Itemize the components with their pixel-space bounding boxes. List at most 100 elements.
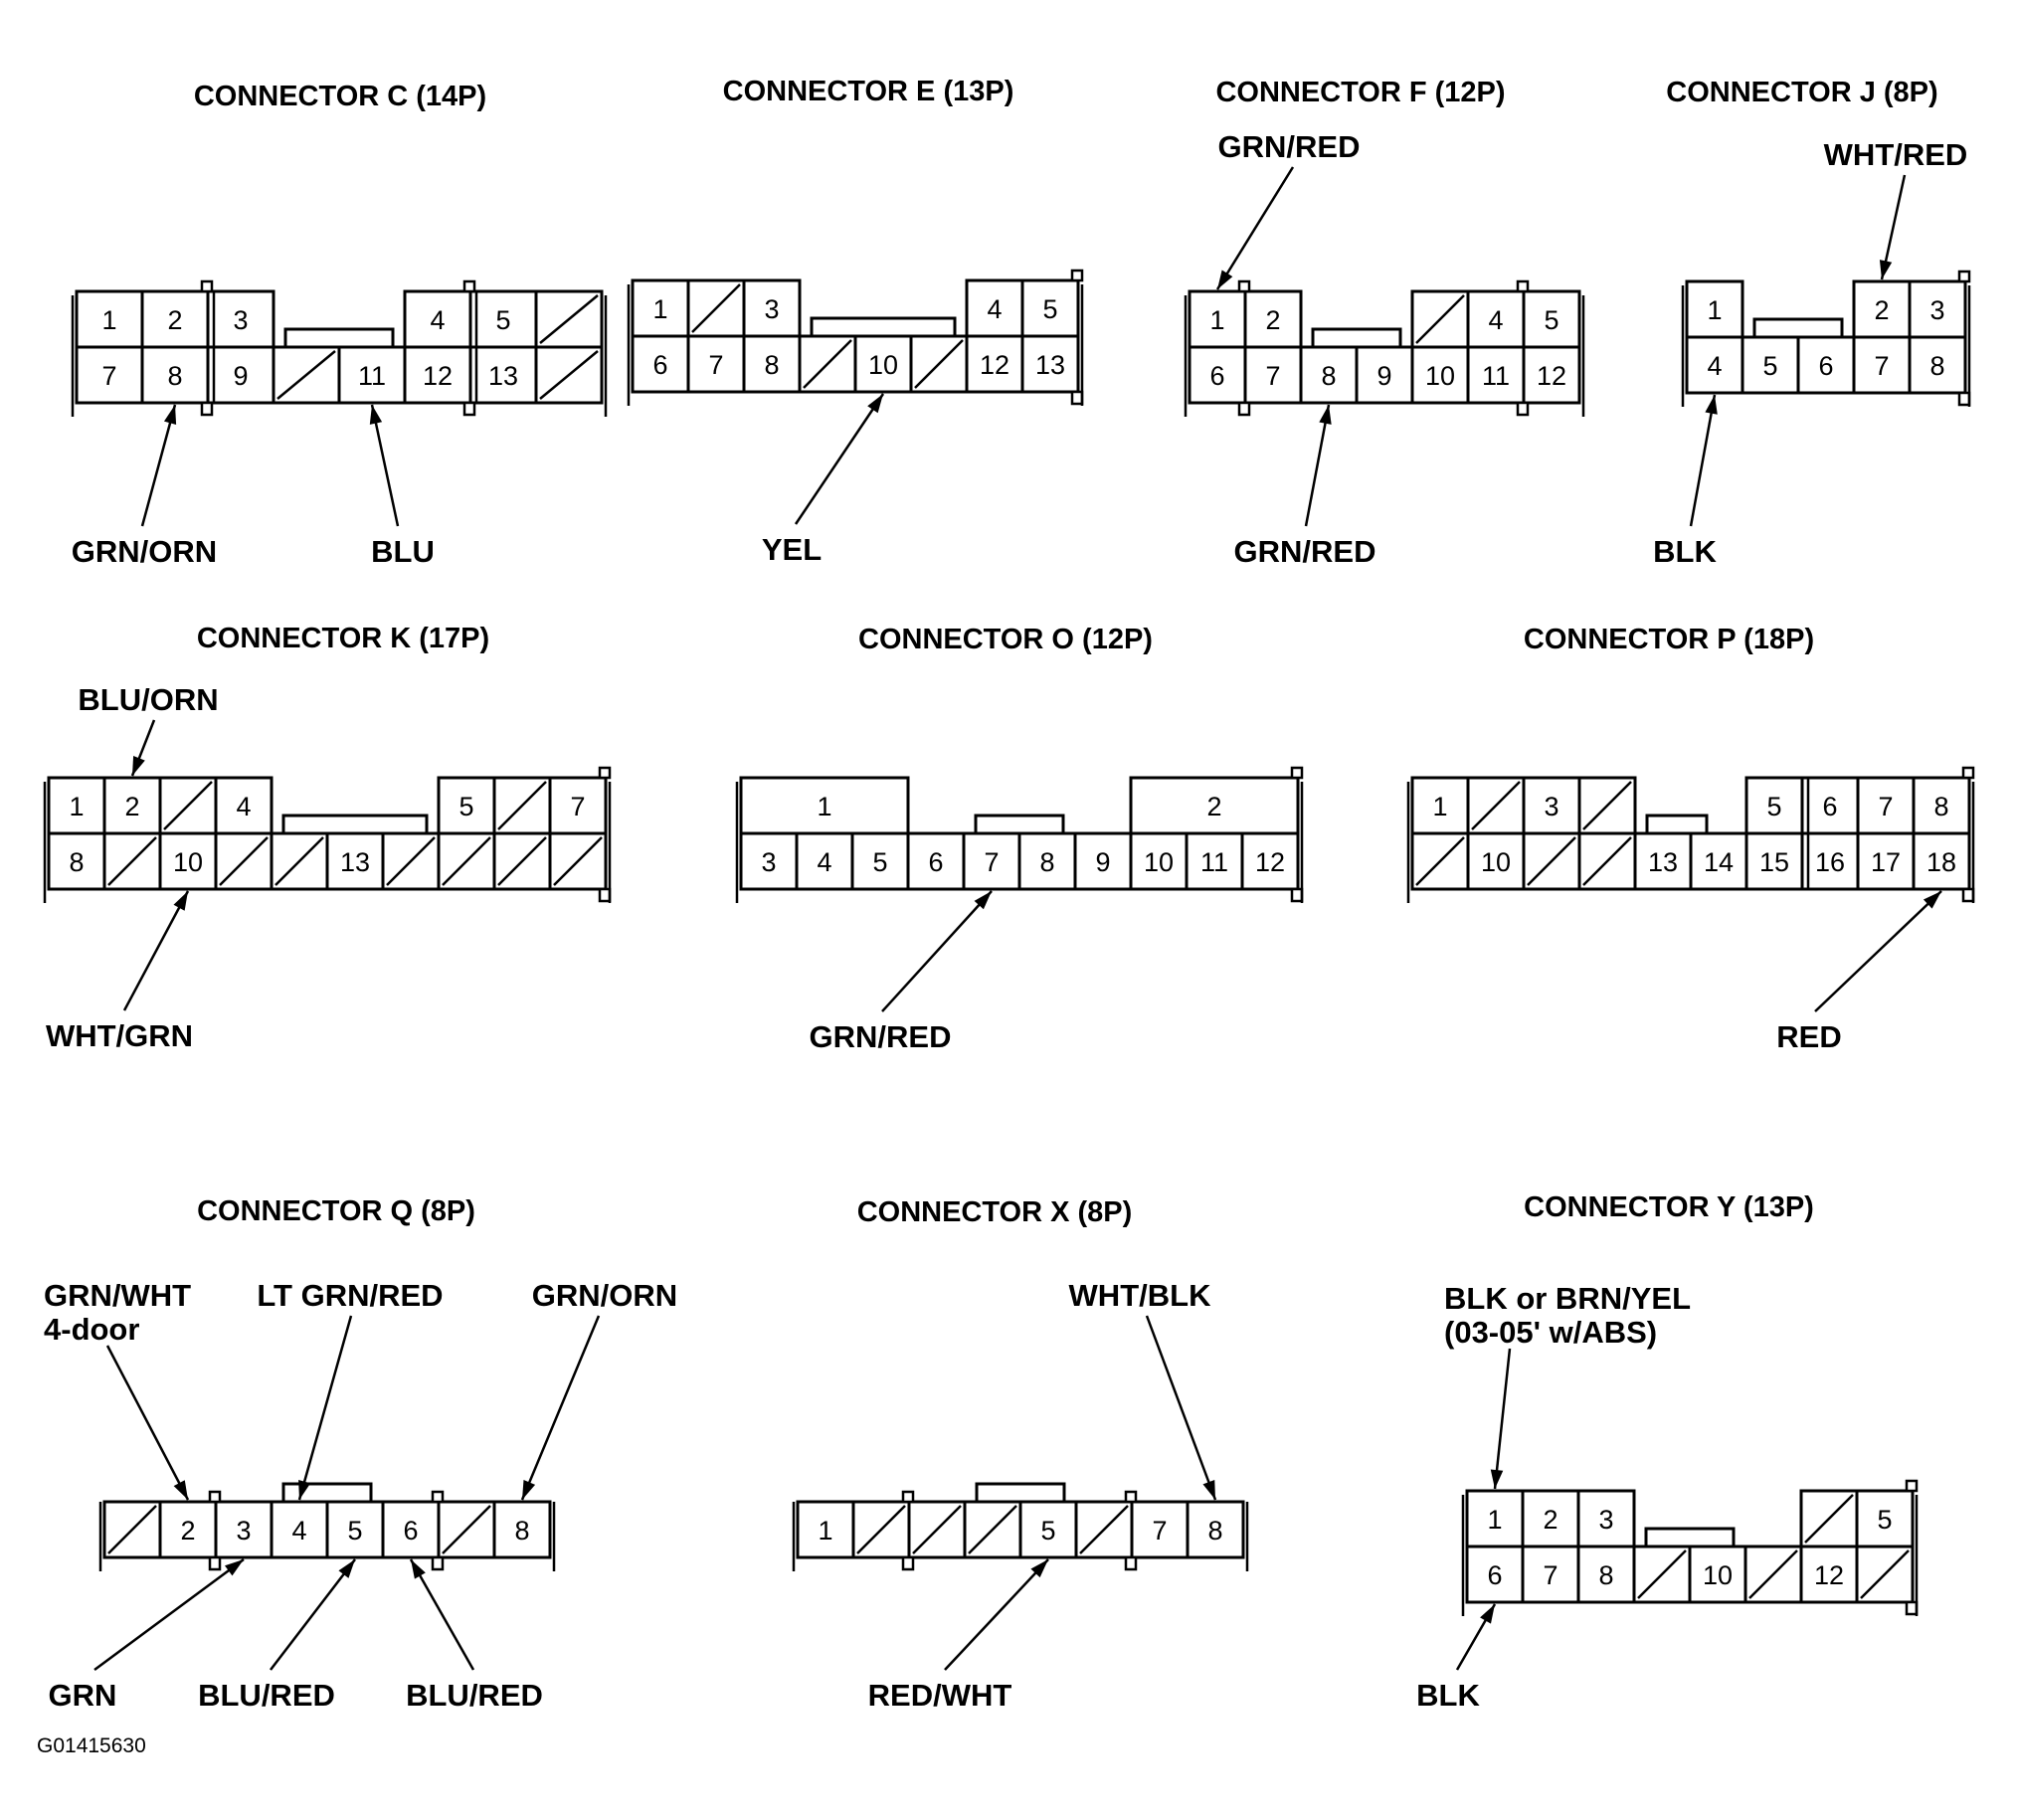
leader-line xyxy=(944,1558,1049,1671)
pin-number: 3 xyxy=(236,1516,251,1546)
latch-tab xyxy=(1237,401,1251,417)
pin-number: 9 xyxy=(1376,361,1391,391)
arrowhead xyxy=(298,1480,311,1500)
wire-color-label: GRN/ORN xyxy=(532,1278,677,1313)
latch-tab xyxy=(1290,766,1304,780)
unused-cavity xyxy=(914,339,964,389)
unused-cavity xyxy=(1860,1549,1910,1599)
wire-color-label: RED xyxy=(1776,1019,1841,1054)
pin-number: 2 xyxy=(180,1516,195,1546)
pin-number: 1 xyxy=(1209,305,1224,335)
pin-cell xyxy=(1912,831,1971,891)
pin-number: 2 xyxy=(124,792,139,821)
leader-line xyxy=(409,1558,475,1671)
pin-number: 5 xyxy=(1040,1516,1055,1546)
arrowhead xyxy=(1879,260,1893,279)
wire-color-label: BLK or BRN/YEL xyxy=(1444,1281,1691,1316)
unused-cavity xyxy=(539,294,599,344)
latch-tab xyxy=(1905,1600,1919,1616)
connector-k xyxy=(43,766,612,903)
wire-color-label: GRN/RED xyxy=(1234,534,1376,569)
latch-tab xyxy=(1961,766,1975,780)
wire-color-label: YEL xyxy=(762,532,822,567)
unused-cavity xyxy=(691,283,741,333)
pin-number: 7 xyxy=(1152,1516,1167,1546)
latch-tab xyxy=(200,401,214,417)
pin-number: 4 xyxy=(236,792,251,821)
pin-number: 8 xyxy=(764,350,779,380)
pin-number: 13 xyxy=(1648,847,1678,877)
pin-number: 6 xyxy=(652,350,667,380)
latch-tab xyxy=(200,279,214,293)
locking-tab xyxy=(1311,327,1402,349)
connector-o xyxy=(735,766,1304,903)
leader-line xyxy=(1304,404,1331,527)
connector-x xyxy=(792,1482,1249,1571)
leader-line xyxy=(881,890,993,1012)
wire-color-label: GRN xyxy=(49,1678,117,1713)
wire-color-label: GRN/ORN xyxy=(72,534,217,569)
locking-tab xyxy=(281,1482,373,1504)
arrowhead xyxy=(522,1480,536,1500)
pin-cell xyxy=(1186,1500,1245,1559)
wire-color-label: GRN/RED xyxy=(1218,129,1361,164)
pin-number: 5 xyxy=(872,847,887,877)
pin-number: 1 xyxy=(817,792,831,821)
unused-cavity xyxy=(163,781,213,830)
pin-number: 1 xyxy=(1432,792,1447,821)
latch-tab xyxy=(431,1555,445,1571)
connector-j-title: CONNECTOR J (8P) xyxy=(1666,77,1937,108)
pin-cell xyxy=(534,345,604,405)
pin-number: 13 xyxy=(488,361,518,391)
pin-number: 8 xyxy=(1207,1516,1222,1546)
locking-tab xyxy=(1645,814,1709,835)
pin-number: 10 xyxy=(1703,1560,1733,1590)
locking-tab xyxy=(281,814,429,835)
pin-number: 5 xyxy=(1877,1505,1892,1535)
latch-tab xyxy=(1237,279,1251,293)
pin-number: 1 xyxy=(101,305,116,335)
pin-cell xyxy=(1855,1545,1915,1604)
pin-number: 14 xyxy=(1704,847,1734,877)
wire-color-label: WHT/RED xyxy=(1824,137,1968,172)
pin-number: 17 xyxy=(1871,847,1901,877)
latch-tab xyxy=(1124,1555,1138,1571)
latch-tab xyxy=(1516,401,1530,417)
pin-number: 7 xyxy=(1543,1560,1558,1590)
pin-number: 9 xyxy=(233,361,248,391)
pin-number: 10 xyxy=(868,350,898,380)
wire-color-label: GRN/WHT xyxy=(44,1278,191,1313)
pin-number: 15 xyxy=(1759,847,1789,877)
connector-k-title: CONNECTOR K (17P) xyxy=(197,623,489,654)
locking-tab xyxy=(1752,317,1844,339)
leader-line xyxy=(1814,890,1942,1012)
unused-cavity xyxy=(107,836,157,886)
wire-color-label: BLK xyxy=(1653,534,1717,569)
unused-cavity xyxy=(276,350,336,400)
unused-cavity xyxy=(912,1505,962,1554)
leader-line xyxy=(1493,1348,1512,1490)
latch-tab xyxy=(901,1490,915,1504)
pin-number: 12 xyxy=(1537,361,1566,391)
wire-color-label: WHT/BLK xyxy=(1069,1278,1212,1313)
connector-o-title: CONNECTOR O (12P) xyxy=(858,624,1153,655)
unused-cavity xyxy=(1637,1549,1687,1599)
pin-number: 8 xyxy=(514,1516,529,1546)
pin-number: 8 xyxy=(1929,351,1944,381)
connector-e xyxy=(627,269,1084,406)
unused-cavity xyxy=(1804,1494,1854,1544)
leader-line xyxy=(1145,1315,1217,1501)
pin-number: 6 xyxy=(1487,1560,1502,1590)
wire-color-note: 4-door xyxy=(44,1312,139,1347)
leader-line xyxy=(140,404,177,527)
arrowhead xyxy=(411,1559,426,1579)
pin-number: 2 xyxy=(1265,305,1280,335)
latch-tab xyxy=(598,766,612,780)
pin-number: 8 xyxy=(1039,847,1054,877)
latch-tab xyxy=(1516,279,1530,293)
pin-cell xyxy=(1908,335,1967,395)
pin-number: 1 xyxy=(652,294,667,324)
pin-number: 3 xyxy=(764,294,779,324)
connector-c-title: CONNECTOR C (14P) xyxy=(194,81,486,112)
